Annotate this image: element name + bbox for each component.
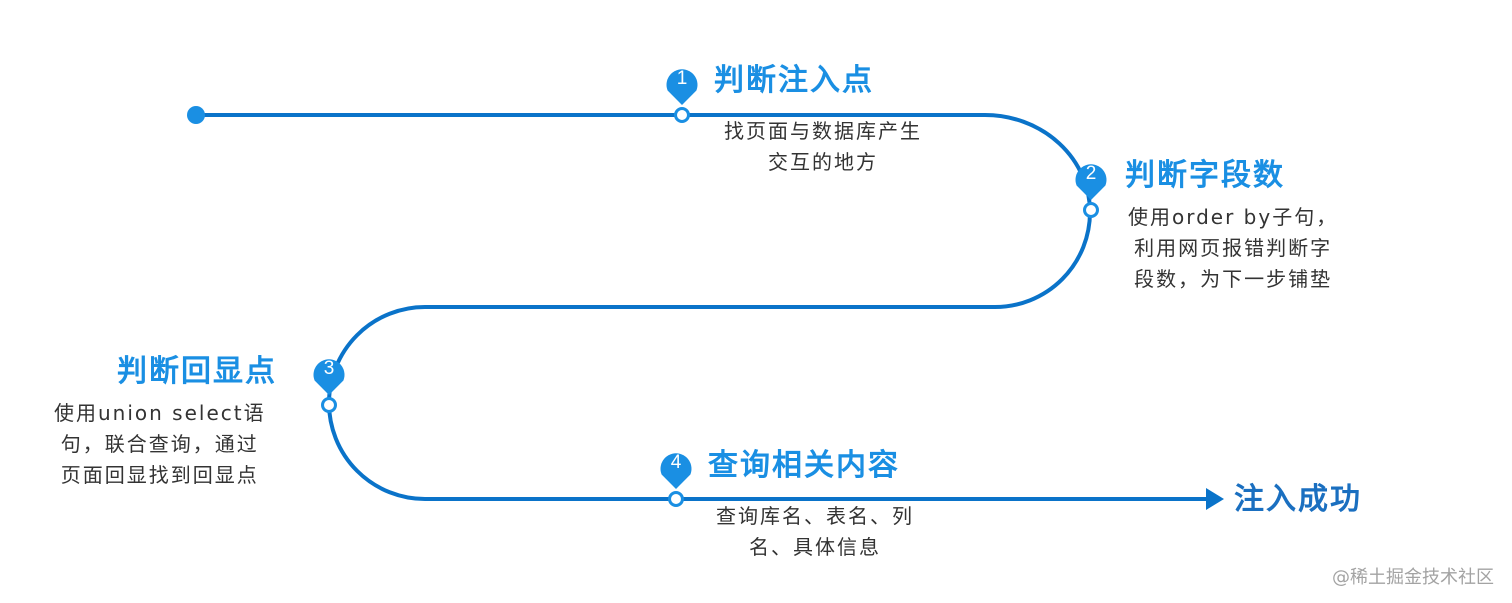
step-title-2: 判断字段数 [1125,158,1285,193]
step-desc-line: 利用网页报错判断字 [1134,236,1333,260]
step-desc-3: 使用union select语 句，联合查询，通过 页面回显找到回显点 [54,398,266,491]
step-desc-4: 查询库名、表名、列 名、具体信息 [716,501,914,563]
flow-path [194,113,1212,501]
step-marker-4: 4 [660,452,692,507]
step-desc-line: 找页面与数据库产生 [724,119,922,143]
step-node-ring [668,491,684,507]
start-dot [187,106,205,124]
step-title-1: 判断注入点 [714,63,874,98]
step-title-4: 查询相关内容 [708,448,900,483]
watermark: @稀土掘金技术社区 [1332,567,1494,588]
step-marker-1: 1 [666,68,698,123]
step-number: 2 [1086,163,1097,184]
step-number: 1 [677,68,688,89]
step-desc-1: 找页面与数据库产生 交互的地方 [724,116,922,178]
step-desc-2: 使用order by子句， 利用网页报错判断字 段数，为下一步铺垫 [1128,202,1338,295]
step-desc-line: 页面回显找到回显点 [60,463,259,487]
step-desc-line: 交互的地方 [768,150,878,174]
step-desc-line: 使用union select语 [54,401,266,425]
map-pin-icon [666,69,698,105]
step-desc-line: 查询库名、表名、列 [716,504,914,528]
step-node-ring [1083,202,1099,218]
end-arrow-icon [1206,488,1224,510]
map-pin-icon [660,453,692,489]
step-number: 3 [324,358,335,379]
step-desc-line: 段数，为下一步铺垫 [1134,267,1333,291]
step-marker-2: 2 [1075,163,1107,218]
step-marker-3: 3 [313,358,345,413]
step-number: 4 [671,452,682,473]
step-node-ring [674,107,690,123]
step-desc-line: 句，联合查询，通过 [60,432,259,456]
step-title-3: 判断回显点 [117,354,277,389]
step-desc-line: 使用order by子句， [1128,205,1339,229]
map-pin-icon [313,359,345,395]
end-label: 注入成功 [1234,482,1362,517]
step-desc-line: 名、具体信息 [749,535,881,559]
step-node-ring [321,397,337,413]
map-pin-icon [1075,164,1107,200]
